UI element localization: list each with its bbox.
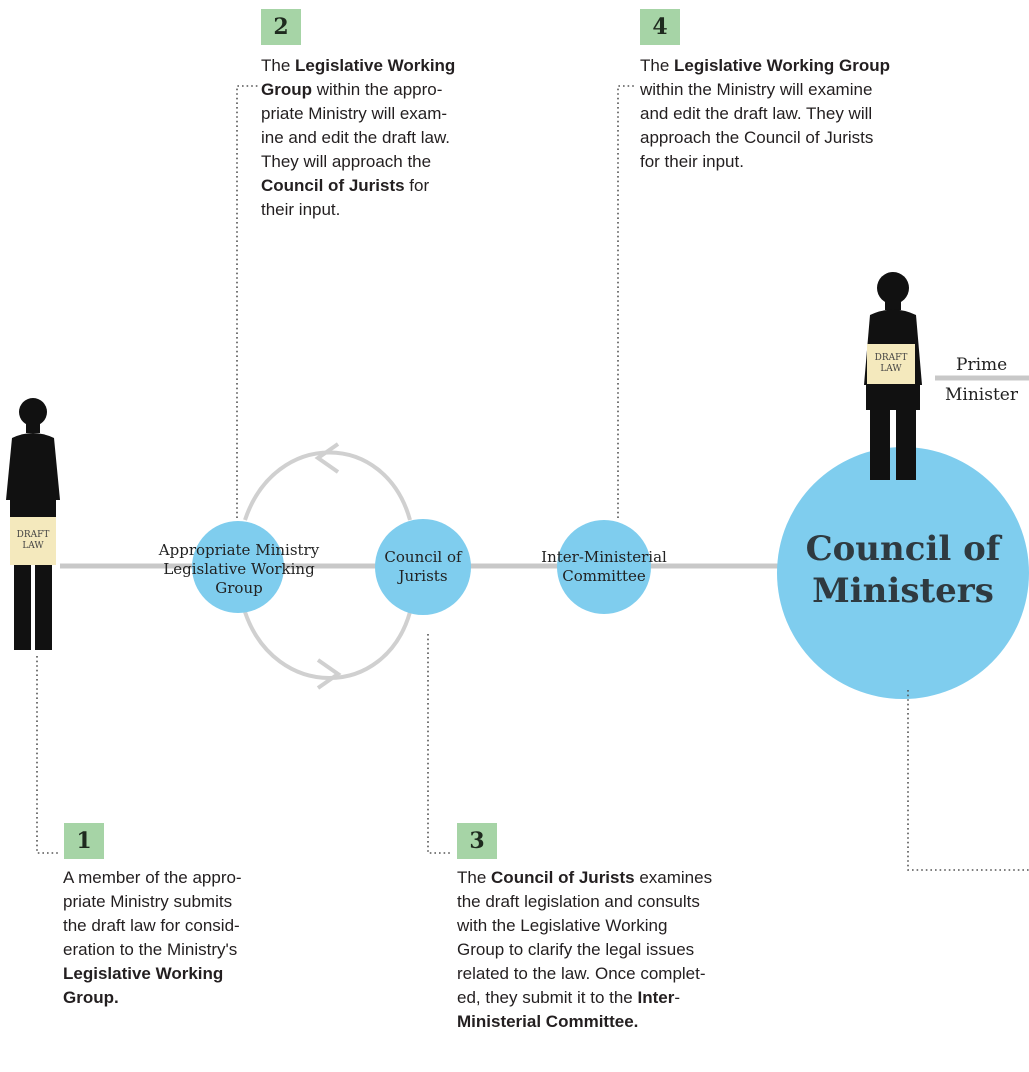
leader-lines bbox=[36, 85, 1029, 871]
step-3-line: Group to clarify the legal issues bbox=[457, 938, 712, 962]
step-3-text: The Council of Jurists examines the draft… bbox=[457, 866, 712, 1034]
text-segment: priate Ministry will exam- bbox=[261, 104, 448, 123]
text-segment: and edit the draft law. They will bbox=[640, 104, 873, 123]
text-segment: for bbox=[404, 176, 430, 195]
loop-arrow-bottom-icon bbox=[316, 658, 342, 690]
text-segment: - bbox=[674, 988, 680, 1007]
step-1-text: A member of the appro-priate Ministry su… bbox=[63, 866, 242, 1010]
bold-term: Council of Jurists bbox=[261, 176, 405, 195]
text-segment: The bbox=[640, 56, 675, 75]
node-interministerial-label: Inter-Ministerial Committee bbox=[524, 548, 684, 586]
step-4-line: and edit the draft law. They will bbox=[640, 102, 890, 126]
step-1-line: Group. bbox=[63, 986, 242, 1010]
node-jurists-circle bbox=[375, 519, 471, 615]
jurists-label-line-2: Jurists bbox=[398, 567, 448, 585]
text-segment: their input. bbox=[261, 200, 341, 219]
bold-term: Inter bbox=[637, 988, 675, 1007]
text-segment: within the Ministry will examine bbox=[640, 80, 873, 99]
text-segment: ed, they submit it to the bbox=[457, 988, 638, 1007]
step-3-line: Ministerial Committee. bbox=[457, 1010, 712, 1034]
tag-right-line-2: LAW bbox=[880, 364, 902, 374]
jurists-label-line-1: Council of bbox=[384, 548, 462, 566]
interministerial-label-line-1: Inter-Ministerial bbox=[541, 548, 667, 566]
step-3-line: the draft legislation and consults bbox=[457, 890, 712, 914]
council-ministers-line-2: Ministers bbox=[812, 571, 994, 611]
bold-term: Legislative Working bbox=[295, 56, 456, 75]
bold-term: Group bbox=[261, 80, 312, 99]
tag-left-line-1: DRAFT bbox=[16, 530, 50, 540]
person-left-icon bbox=[6, 398, 60, 650]
prime-minister-label-1: Prime bbox=[956, 355, 1008, 375]
bold-term: Legislative Working Group bbox=[674, 56, 891, 75]
step-2-line: their input. bbox=[261, 198, 455, 222]
step-1-line: the draft law for consid- bbox=[63, 914, 242, 938]
step-1-badge: 1 bbox=[64, 823, 104, 859]
step-2-line: priate Ministry will exam- bbox=[261, 102, 455, 126]
ministry-label-line-2: Legislative Working bbox=[163, 560, 315, 578]
step-2-line: They will approach the bbox=[261, 150, 455, 174]
step-4-line: approach the Council of Jurists bbox=[640, 126, 890, 150]
step-1-line: eration to the Ministry's bbox=[63, 938, 242, 962]
step-3-badge: 3 bbox=[457, 823, 497, 859]
step-4-text: The Legislative Working Group within the … bbox=[640, 54, 890, 174]
step-3-line: The Council of Jurists examines bbox=[457, 866, 712, 890]
text-segment: ine and edit the draft law. bbox=[261, 128, 451, 147]
council-ministers-line-1: Council of bbox=[805, 529, 1001, 569]
text-segment: the draft legislation and consults bbox=[457, 892, 700, 911]
node-interministerial-circle bbox=[557, 520, 651, 614]
interministerial-label-line-2: Committee bbox=[562, 567, 646, 585]
text-segment: for their input. bbox=[640, 152, 744, 171]
step-4-line: for their input. bbox=[640, 150, 890, 174]
node-council-ministers-label: Council of Ministers bbox=[793, 528, 1013, 612]
tag-right-line-1: DRAFT bbox=[874, 353, 908, 363]
step-1-line: priate Ministry submits bbox=[63, 890, 242, 914]
text-segment: priate Ministry submits bbox=[63, 892, 233, 911]
step-4-badge: 4 bbox=[640, 9, 680, 45]
tag-left-line-2: LAW bbox=[22, 541, 44, 551]
step-2-line: Group within the appro- bbox=[261, 78, 455, 102]
step-3-line: related to the law. Once complet- bbox=[457, 962, 712, 986]
prime-minister-label-2: Minister bbox=[945, 385, 1018, 405]
node-council-ministers-circle bbox=[777, 447, 1029, 699]
step-2-badge: 2 bbox=[261, 9, 301, 45]
text-segment: The bbox=[261, 56, 296, 75]
step-3-line: with the Legislative Working bbox=[457, 914, 712, 938]
text-segment: related to the law. Once complet- bbox=[457, 964, 706, 983]
node-ministry-label: Appropriate Ministry Legislative Working… bbox=[134, 541, 344, 598]
text-segment: approach the Council of Jurists bbox=[640, 128, 874, 147]
loop-arrow-top-icon bbox=[314, 442, 340, 474]
step-2-line: Council of Jurists for bbox=[261, 174, 455, 198]
text-segment: examines bbox=[634, 868, 713, 887]
text-segment: A member of the appro- bbox=[63, 868, 242, 887]
bold-term: Ministerial Committee. bbox=[457, 1012, 639, 1031]
step-2-line: ine and edit the draft law. bbox=[261, 126, 455, 150]
bold-term: Legislative Working bbox=[63, 964, 224, 983]
text-segment: The bbox=[457, 868, 492, 887]
step-2-line: The Legislative Working bbox=[261, 54, 455, 78]
text-segment: within the appro- bbox=[312, 80, 443, 99]
text-segment: the draft law for consid- bbox=[63, 916, 240, 935]
step-1-line: Legislative Working bbox=[63, 962, 242, 986]
ministry-label-line-3: Group bbox=[215, 579, 263, 597]
step-4-line: within the Ministry will examine bbox=[640, 78, 890, 102]
text-segment: Group to clarify the legal issues bbox=[457, 940, 695, 959]
bold-term: Council of Jurists bbox=[491, 868, 635, 887]
step-4-line: The Legislative Working Group bbox=[640, 54, 890, 78]
bold-term: Group. bbox=[63, 988, 119, 1007]
text-segment: with the Legislative Working bbox=[457, 916, 668, 935]
loop-arc-top bbox=[243, 450, 412, 521]
text-segment: They will approach the bbox=[261, 152, 432, 171]
ministry-label-line-1: Appropriate Ministry bbox=[158, 541, 320, 559]
text-segment: eration to the Ministry's bbox=[63, 940, 238, 959]
node-jurists-label: Council of Jurists bbox=[363, 548, 483, 586]
step-3-line: ed, they submit it to the Inter- bbox=[457, 986, 712, 1010]
node-ministry-circle bbox=[192, 521, 284, 613]
step-1-line: A member of the appro- bbox=[63, 866, 242, 890]
